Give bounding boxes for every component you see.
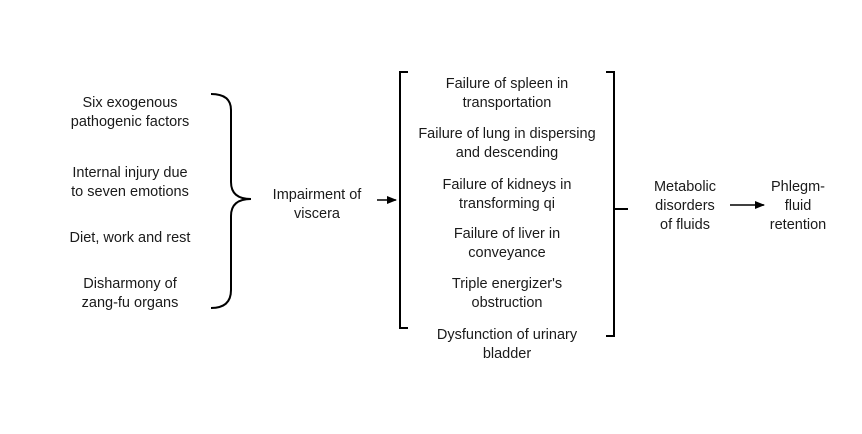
dysfunction-urinary-bladder: Dysfunction of urinary bladder: [436, 327, 578, 362]
metabolic-disorders-of-fluids: Metabolic disorders of fluids: [653, 179, 717, 233]
failure-spleen: Failure of spleen in transportation: [445, 76, 569, 111]
triple-energizer-obstruction: Triple energizer's obstruction: [451, 276, 563, 311]
failures-close-bracket: [606, 71, 628, 337]
cause-diet-work-rest: Diet, work and rest: [69, 230, 191, 246]
cause-six-exogenous: Six exogenous pathogenic factors: [70, 95, 190, 130]
cause-internal-injury: Internal injury due to seven emotions: [71, 165, 189, 200]
failure-liver: Failure of liver in conveyance: [453, 226, 561, 261]
cause-disharmony-zang-fu: Disharmony of zang-fu organs: [81, 276, 179, 311]
failure-kidneys: Failure of kidneys in transforming qi: [442, 177, 572, 212]
phlegm-fluid-retention: Phlegm- fluid retention: [769, 179, 827, 233]
failure-lung: Failure of lung in dispersing and descen…: [418, 126, 596, 161]
failures-open-bracket: [399, 71, 408, 329]
causes-brace: [210, 93, 252, 309]
impairment-of-viscera: Impairment of viscera: [272, 187, 362, 222]
